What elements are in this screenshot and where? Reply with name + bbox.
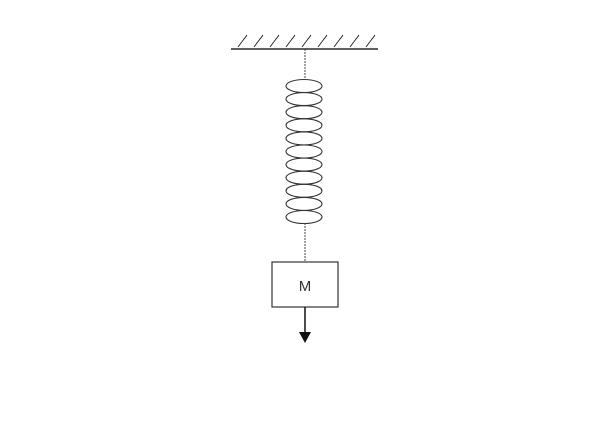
ceiling-hatching [237,34,376,48]
hatch-mark [317,34,328,48]
hatch-mark [253,34,264,48]
hatch-mark [349,34,360,48]
spring-coil [285,196,323,211]
hatch-mark [301,34,312,48]
hatch-mark [285,34,296,48]
spring-coil [285,209,323,225]
spring-coil [285,144,323,159]
force-arrow-head [299,332,311,343]
spring-coil [285,78,323,94]
ceiling-support [231,34,378,50]
spring-coil [285,105,323,120]
hatch-mark [269,34,280,48]
spring-coil [285,92,323,107]
spring-coil [285,157,323,172]
spring-coil [285,131,323,146]
hatch-mark [237,34,248,48]
spring [285,78,323,225]
spring-coil [285,118,323,133]
mass-block [271,261,339,308]
hatch-mark [333,34,344,48]
mass-label: M [299,278,312,295]
spring-coil [285,183,323,198]
hatch-mark [365,34,376,48]
spring-coil [285,170,323,185]
